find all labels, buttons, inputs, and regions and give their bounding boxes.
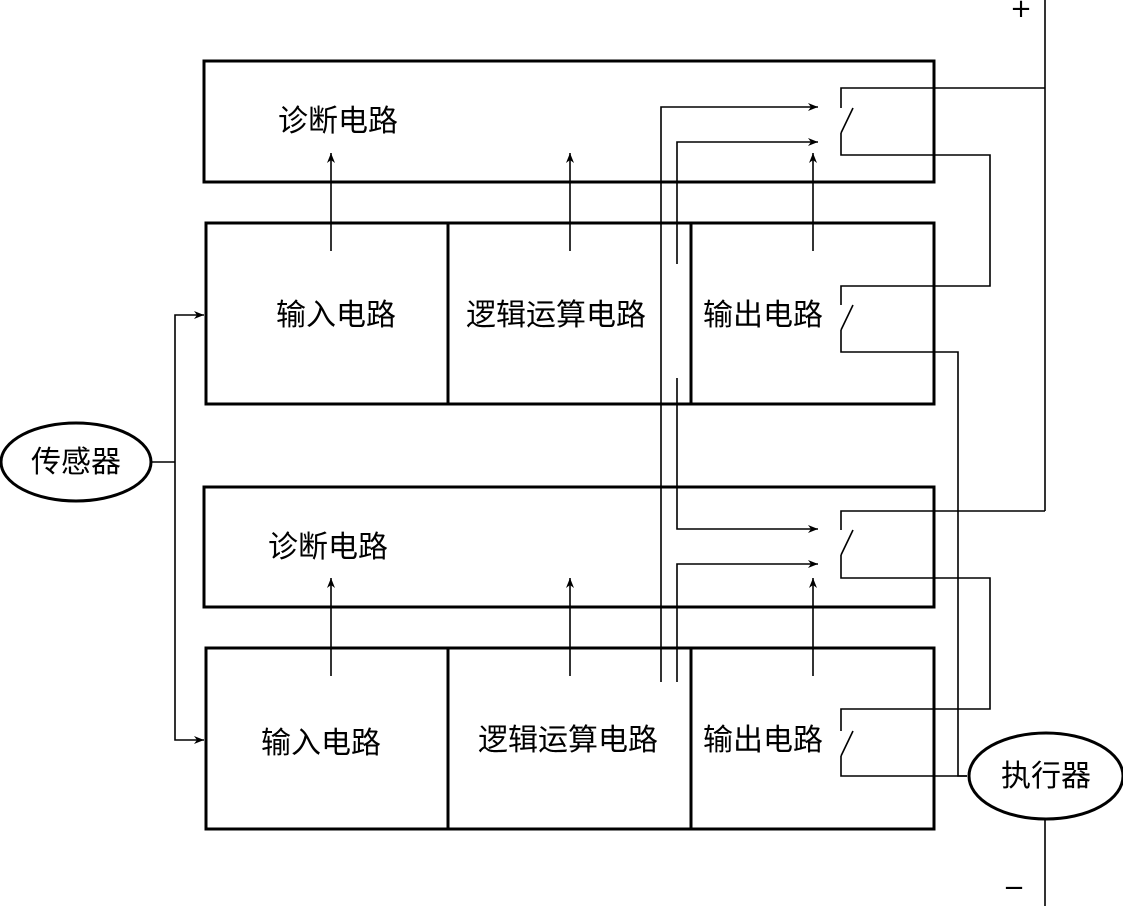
diag-box-2 <box>202 485 936 609</box>
minus-symbol: − <box>1003 873 1025 903</box>
switch-1-bottom <box>840 133 991 305</box>
switch-3-blade <box>840 529 854 556</box>
logic-label-2: 逻辑运算电路 <box>478 723 658 758</box>
switch-3-bottom <box>840 555 991 731</box>
output-label-1: 输出电路 <box>703 298 823 333</box>
switch-2-blade <box>840 304 854 331</box>
input-label-2: 输入电路 <box>261 726 381 761</box>
plus-symbol: + <box>1010 0 1032 24</box>
switch-4-bottom <box>840 756 967 777</box>
cross-wire-b <box>676 138 818 264</box>
switch-4-blade <box>840 730 854 757</box>
actuator-node <box>967 731 1123 821</box>
diag-label-2: 诊断电路 <box>268 530 388 565</box>
logic-label-1: 逻辑运算电路 <box>466 298 646 333</box>
cross-wire-a <box>660 103 818 682</box>
switch-1-top <box>840 87 1045 108</box>
sensor-label: 传感器 <box>31 445 121 480</box>
sensor-branch-down <box>174 462 204 744</box>
input-label-1: 输入电路 <box>276 298 396 333</box>
cross-wire-d <box>676 560 818 682</box>
output-label-2: 输出电路 <box>703 723 823 758</box>
diag-box-1 <box>202 59 936 184</box>
switch-3-top <box>840 510 1045 530</box>
sensor-branch-up <box>174 311 204 462</box>
cross-wire-c <box>676 378 818 533</box>
switch-1-blade <box>840 107 854 134</box>
actuator-label: 执行器 <box>1001 759 1091 794</box>
diag-label-1: 诊断电路 <box>278 104 398 139</box>
